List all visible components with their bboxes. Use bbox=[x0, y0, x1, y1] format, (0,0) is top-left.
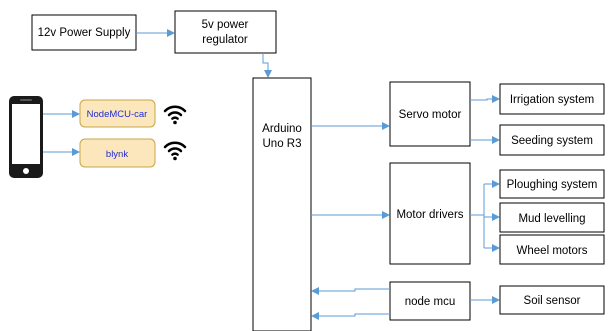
arrow-regulator-to-arduino bbox=[262, 53, 272, 78]
seeding-label: Seeding system bbox=[511, 135, 593, 147]
seeding-block: Seeding system bbox=[499, 124, 605, 156]
irrigation-block: Irrigation system bbox=[499, 83, 605, 115]
motor-drivers-block: Motor drivers bbox=[389, 162, 471, 265]
power-supply-label: 12v Power Supply bbox=[38, 27, 131, 39]
node-mcu-block: node mcu bbox=[389, 281, 471, 321]
ploughing-label: Ploughing system bbox=[507, 179, 598, 191]
arduino-block: Arduino Uno R3 bbox=[252, 77, 312, 331]
nodemcu-car-app: NodeMCU-car bbox=[79, 99, 156, 128]
connectors bbox=[43, 29, 500, 320]
node-mcu-label: node mcu bbox=[405, 296, 456, 308]
smartphone-icon bbox=[9, 96, 43, 178]
soil-sensor-block: Soil sensor bbox=[499, 285, 605, 315]
arrow-servo-to-irrigation bbox=[470, 95, 500, 103]
motor-drivers-label: Motor drivers bbox=[396, 209, 463, 221]
blynk-label: blynk bbox=[106, 149, 128, 160]
soil-sensor-label: Soil sensor bbox=[524, 295, 581, 307]
wifi-icon bbox=[163, 141, 187, 161]
wifi-icon bbox=[163, 105, 187, 125]
arduino-label-line2: Uno R3 bbox=[263, 138, 302, 150]
arrow-nodemcu-to-arduino-1 bbox=[311, 287, 390, 295]
power-supply-block: 12v Power Supply bbox=[31, 14, 137, 51]
regulator-label-line1: 5v power bbox=[202, 19, 249, 31]
servo-block: Servo motor bbox=[389, 81, 471, 147]
irrigation-label: Irrigation system bbox=[510, 94, 594, 106]
regulator-label-line2: regulator bbox=[202, 34, 248, 46]
ploughing-block: Ploughing system bbox=[499, 169, 605, 199]
wheel-motors-block: Wheel motors bbox=[499, 234, 605, 265]
blynk-app: blynk bbox=[79, 138, 156, 168]
mud-levelling-label: Mud levelling bbox=[518, 213, 585, 225]
arduino-label-line1: Arduino bbox=[262, 123, 302, 135]
nodemcu-car-label: NodeMCU-car bbox=[87, 109, 148, 120]
arrow-nodemcu-to-arduino-2 bbox=[311, 312, 390, 320]
wheel-motors-label: Wheel motors bbox=[517, 245, 588, 257]
mud-levelling-block: Mud levelling bbox=[499, 202, 605, 233]
regulator-block: 5v power regulator bbox=[174, 10, 277, 54]
servo-label: Servo motor bbox=[399, 109, 462, 121]
